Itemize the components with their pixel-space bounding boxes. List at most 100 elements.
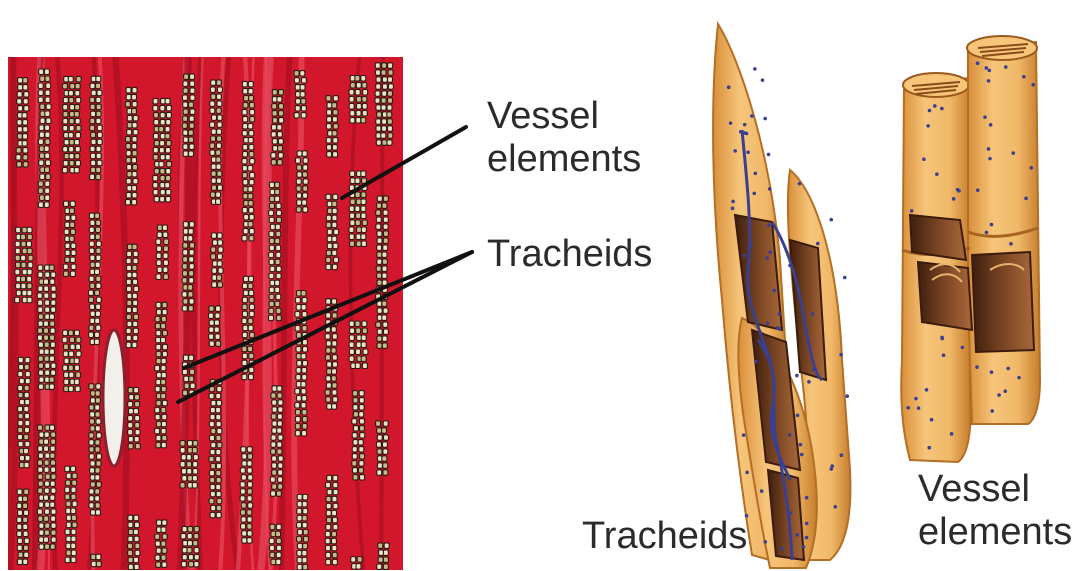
ray-cell <box>193 540 198 546</box>
ray-cell <box>133 529 138 535</box>
pit-dot <box>1009 242 1013 246</box>
ray-cell <box>44 321 49 327</box>
ray-cell <box>332 201 337 207</box>
ray-cell <box>182 278 187 284</box>
ray-cell <box>183 144 188 150</box>
ray-cell <box>216 150 221 156</box>
ray-cell <box>89 433 94 439</box>
ray-cell <box>74 379 79 385</box>
ray-cell <box>248 137 253 143</box>
ray-cell <box>189 250 194 256</box>
ray-cell <box>242 531 247 537</box>
ray-cell <box>161 421 166 427</box>
ray-cell <box>243 325 248 331</box>
ray-cell <box>301 113 306 119</box>
ray-cell <box>62 337 67 343</box>
ray-cell <box>326 524 331 530</box>
ray-cell <box>166 119 171 125</box>
ray-cell <box>44 537 49 543</box>
ray-cell <box>297 564 302 570</box>
pit-dot <box>952 197 956 201</box>
ray-cell <box>295 417 300 423</box>
ray-cell <box>250 109 255 115</box>
ray-cell <box>217 442 222 448</box>
ray-cell <box>302 368 307 374</box>
pit-dot <box>731 200 735 204</box>
ray-cell <box>39 530 44 536</box>
ray-cell <box>295 403 300 409</box>
ray-cell <box>349 206 354 212</box>
ray-cell <box>278 470 283 476</box>
ray-cell <box>156 548 161 554</box>
ray-cell <box>95 398 100 404</box>
ray-cell <box>276 294 281 300</box>
ray-cell <box>154 140 159 146</box>
ray-cell <box>334 257 339 263</box>
pit-dot <box>927 446 931 450</box>
ray-cell <box>155 414 160 420</box>
ray-cell <box>182 526 187 532</box>
pit-dot <box>739 130 743 134</box>
ray-cell <box>301 99 306 105</box>
ray-cell <box>161 442 166 448</box>
ray-cell <box>333 110 338 116</box>
ray-cell <box>95 318 100 324</box>
ray-cell <box>18 420 23 426</box>
ray-cell <box>51 286 56 292</box>
ray-cell <box>211 80 216 86</box>
ray-cell <box>44 495 49 501</box>
ray-cell <box>24 364 29 370</box>
ray-cell <box>242 172 247 178</box>
ray-cell <box>216 199 221 205</box>
ray-cell <box>269 238 274 244</box>
ray-cell <box>23 99 28 105</box>
ray-cell <box>272 463 277 469</box>
ray-cell <box>272 456 277 462</box>
ray-cell <box>127 251 132 257</box>
ray-cell <box>333 524 338 530</box>
ray-cell <box>90 97 95 103</box>
ray-cell <box>363 90 368 96</box>
ray-cell <box>356 118 361 124</box>
ray-cell <box>162 225 167 231</box>
ray-cell <box>295 312 300 318</box>
ray-cell <box>302 326 307 332</box>
ray-cell <box>17 524 22 530</box>
ray-cell <box>39 502 44 508</box>
ray-cell <box>301 291 306 297</box>
ray-cell <box>217 136 222 142</box>
ray-cell <box>248 123 253 129</box>
ray-cell <box>68 76 73 82</box>
pit-dot <box>778 312 782 316</box>
ray-cell <box>63 146 68 152</box>
ray-cell <box>278 153 283 159</box>
ray-cell <box>17 531 22 537</box>
ray-cell <box>62 83 67 89</box>
ray-cell <box>161 372 166 378</box>
ray-cell <box>350 118 355 124</box>
ray-cell <box>45 153 50 159</box>
ray-cell <box>294 113 299 119</box>
ray-cell <box>76 97 81 103</box>
ray-cell <box>127 115 132 121</box>
ray-cell <box>210 449 215 455</box>
ray-cell <box>209 421 214 427</box>
ray-cell <box>332 390 337 396</box>
ray-cell <box>362 104 367 110</box>
ray-cell <box>132 272 137 278</box>
ray-cell <box>126 150 131 156</box>
ray-cell <box>161 555 166 561</box>
ray-cell <box>183 116 188 122</box>
ray-cell <box>356 234 361 240</box>
ray-cell <box>278 484 283 490</box>
pit-dot <box>840 453 844 457</box>
ray-cell <box>383 210 388 216</box>
pit-dot <box>746 150 750 154</box>
ray-cell <box>209 470 214 476</box>
ray-cell <box>382 140 387 146</box>
ray-cell <box>38 467 43 473</box>
ray-cell <box>269 245 274 251</box>
ray-cell <box>65 243 70 249</box>
micrograph-label-tracheids: Tracheids <box>487 233 652 276</box>
ray-cell <box>350 220 355 226</box>
